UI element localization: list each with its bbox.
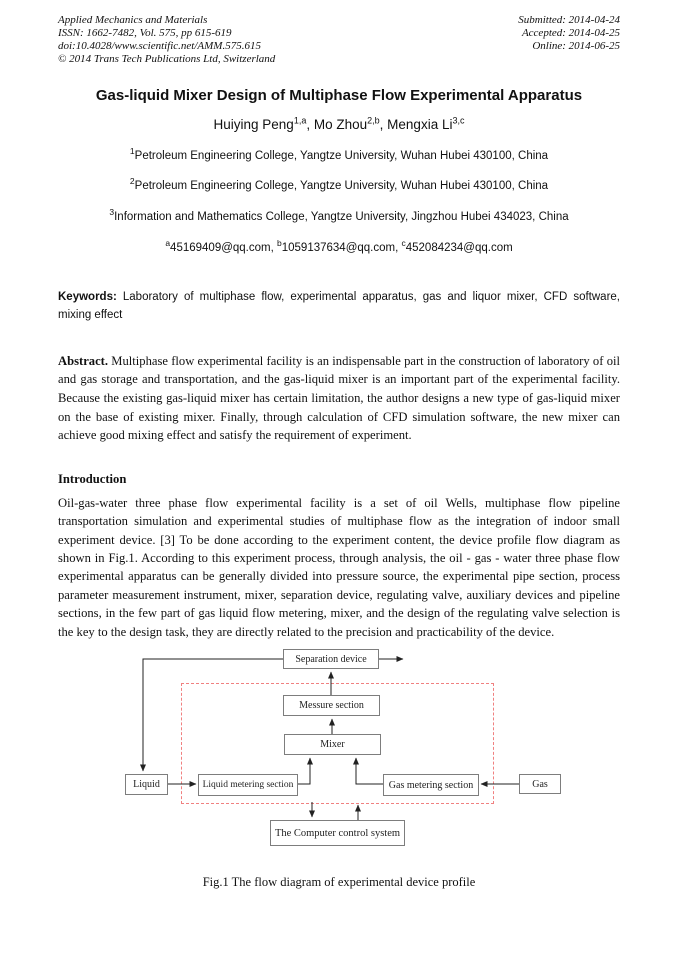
node-measure-section: Messure section: [283, 695, 380, 717]
journal-header-left: Applied Mechanics and Materials ISSN: 16…: [58, 14, 275, 66]
email-c: c452084234@qq.com: [401, 237, 513, 254]
node-gas: Gas: [519, 774, 561, 795]
copyright-line: © 2014 Trans Tech Publications Ltd, Swit…: [58, 53, 276, 65]
doi-line: doi:10.4028/www.scientific.net/AMM.575.6…: [58, 40, 261, 52]
journal-header-right: Submitted: 2014-04-24 Accepted: 2014-04-…: [518, 14, 620, 66]
flow-arrows: [140, 656, 519, 821]
node-separation-device: Separation device: [283, 649, 379, 670]
figure-1-caption: Fig.1 The flow diagram of experimental d…: [202, 875, 476, 890]
author-1: Huiying Peng1,a,: [213, 115, 314, 132]
abstract-block: Abstract. Multiphase flow experimental f…: [58, 352, 620, 445]
email-a: a45169409@qq.com,: [165, 237, 274, 254]
paper-title: Gas-liquid Mixer Design of Multiphase Fl…: [95, 87, 583, 104]
affiliations: 1Petroleum Engineering College, Yangtze …: [58, 144, 620, 224]
affiliation-3: 3Information and Mathematics College, Ya…: [109, 207, 569, 223]
keywords-text: Laboratory of multiphase flow, experimen…: [58, 290, 620, 321]
dashed-boundary-box: [181, 683, 494, 805]
author-2: Mo Zhou2,b,: [313, 115, 388, 132]
arrow-liquid-metering-to-mixer: [298, 757, 313, 785]
node-liquid: Liquid: [125, 774, 168, 796]
affiliation-1: 1Petroleum Engineering College, Yangtze …: [129, 145, 549, 162]
introduction-paragraph: Oil-gas-water three phase flow experimen…: [58, 495, 620, 639]
figure-1-flow-diagram: Separation device Messure section Mixer …: [58, 649, 620, 861]
affiliation-2: 2Petroleum Engineering College, Yangtze …: [129, 176, 549, 193]
node-computer-control-system: The Computer control system: [270, 820, 405, 847]
node-gas-metering-section: Gas metering section: [383, 774, 479, 797]
issn-line: ISSN: 1662-7482, Vol. 575, pp 615-619: [58, 27, 232, 39]
author-3: Mengxia Li3,c: [387, 115, 465, 132]
author-emails: a45169409@qq.com, b1059137634@qq.com, c4…: [58, 236, 620, 255]
introduction-heading: Introduction: [58, 471, 127, 486]
arrow-gas-metering-to-mixer: [353, 757, 383, 785]
accepted-date: Accepted: 2014-04-25: [521, 27, 620, 39]
online-date: Online: 2014-06-25: [532, 40, 620, 52]
arrow-separation-to-liquid: [140, 658, 283, 772]
keywords-block: Keywords: Laboratory of multiphase flow,…: [58, 288, 620, 324]
submitted-date: Submitted: 2014-04-24: [518, 14, 620, 26]
email-b: b1059137634@qq.com,: [277, 237, 399, 254]
journal-header: Applied Mechanics and Materials ISSN: 16…: [58, 14, 620, 66]
keywords-label: Keywords:: [58, 290, 117, 303]
node-liquid-metering-section: Liquid metering section: [198, 774, 298, 797]
authors-line: Huiying Peng1,a, Mo Zhou2,b, Mengxia Li3…: [58, 112, 620, 133]
node-mixer: Mixer: [284, 734, 381, 756]
journal-name: Applied Mechanics and Materials: [58, 14, 208, 26]
abstract-label: Abstract.: [58, 353, 109, 368]
abstract-text: Multiphase flow experimental facility is…: [58, 353, 620, 443]
